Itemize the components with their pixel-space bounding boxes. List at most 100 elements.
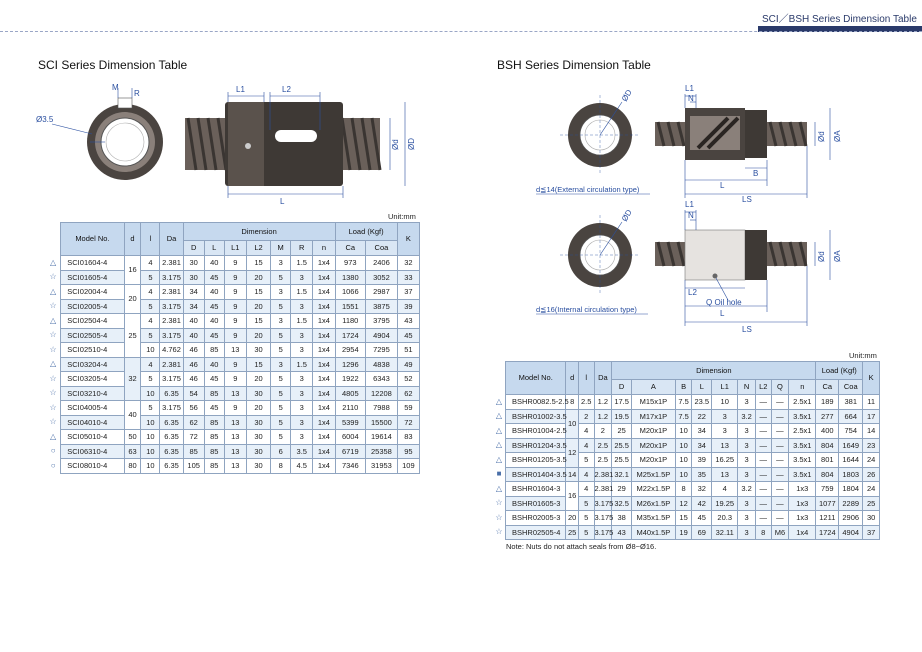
value-cell: 1x4: [312, 385, 336, 401]
bsh-ext-label-l1: L1: [685, 84, 694, 93]
value-cell: 10: [674, 437, 693, 453]
value-cell: 72: [182, 429, 205, 445]
da-cell: 4.762: [159, 342, 184, 358]
value-cell: 20: [245, 400, 272, 416]
l-cell: 5: [577, 524, 595, 540]
model-cell: BSHR01004-2.5: [504, 423, 567, 439]
d-cell: 25: [565, 524, 579, 540]
sci-label-m: M: [112, 83, 119, 92]
model-cell: SCI02510-4: [60, 342, 125, 358]
value-cell: 3: [290, 371, 314, 387]
da-cell: 3.175: [159, 269, 184, 285]
value-cell: 19614: [365, 429, 398, 445]
value-cell: 4904: [838, 524, 864, 540]
value-cell: 1724: [334, 327, 367, 343]
value-cell: 664: [838, 408, 864, 424]
sci-label-od: Ød: [391, 139, 400, 150]
value-cell: 5: [270, 327, 292, 343]
value-cell: 754: [838, 423, 864, 439]
value-cell: 34: [182, 284, 205, 300]
row-mark-icon: △: [46, 357, 61, 372]
sci-section-title: SCI Series Dimension Table: [38, 58, 188, 72]
bsh-ext-label-b: B: [753, 169, 758, 178]
value-cell: 3: [711, 408, 739, 424]
d-cell: 25: [123, 313, 142, 358]
value-cell: 30: [245, 385, 272, 401]
l-cell: 5: [140, 371, 161, 387]
value-cell: 32: [396, 255, 421, 271]
value-cell: 5: [270, 400, 292, 416]
value-cell: 40: [203, 313, 225, 329]
value-cell: 801: [815, 452, 840, 468]
value-cell: 9: [223, 298, 247, 314]
value-cell: 32.1: [611, 466, 633, 482]
value-cell: 23.5: [691, 394, 713, 410]
value-cell: 17: [862, 408, 880, 424]
value-cell: 30: [245, 429, 272, 445]
value-cell: 33: [396, 269, 421, 285]
value-cell: 10: [711, 394, 739, 410]
value-cell: 3: [270, 284, 292, 300]
value-cell: 1x4: [312, 356, 336, 372]
value-cell: 24: [862, 481, 880, 497]
value-cell: 1803: [838, 466, 864, 482]
l-cell: 5: [140, 327, 161, 343]
bsh-ext-label-oa: ØA: [833, 130, 842, 142]
sci-unit-label: Unit:mm: [388, 212, 416, 221]
value-cell: 1644: [838, 452, 864, 468]
value-cell: 10: [674, 423, 693, 439]
l-cell: 10: [140, 385, 161, 401]
value-cell: 6: [270, 443, 292, 459]
value-cell: 46: [182, 356, 205, 372]
row-mark-icon: ☆: [46, 400, 61, 415]
value-cell: 2289: [838, 495, 864, 511]
da-cell: 2.5: [593, 437, 613, 453]
d-cell: 10: [565, 408, 579, 439]
da-cell: 2.381: [159, 356, 184, 372]
da-cell: 2.5: [593, 452, 613, 468]
value-cell: M20x1P: [631, 437, 676, 453]
value-cell: —: [754, 437, 772, 453]
bsh-int-label-q: Q Oil hole: [706, 298, 742, 307]
value-cell: 83: [396, 429, 421, 445]
value-cell: 85: [203, 414, 225, 430]
value-cell: 1296: [334, 356, 367, 372]
value-cell: —: [770, 481, 790, 497]
bsh-int-caption: d≦16(Internal circulation type): [536, 305, 637, 314]
value-cell: 52: [396, 371, 421, 387]
d-cell: 20: [123, 284, 142, 314]
model-cell: BSHR01404-3.5: [504, 466, 567, 482]
value-cell: —: [770, 452, 790, 468]
da-cell: 6.35: [159, 414, 184, 430]
row-mark-icon: ☆: [46, 342, 61, 357]
value-cell: 3: [290, 385, 314, 401]
bsh-ext-label-odd: Ød: [817, 131, 826, 142]
value-cell: —: [754, 466, 772, 482]
value-cell: 15: [674, 510, 693, 526]
model-cell: SCI01605-4: [60, 269, 125, 285]
value-cell: 32: [691, 481, 713, 497]
value-cell: 3: [290, 342, 314, 358]
da-cell: 6.35: [159, 443, 184, 459]
value-cell: 13: [711, 437, 739, 453]
value-cell: 42: [691, 495, 713, 511]
value-cell: 5: [270, 269, 292, 285]
l-cell: 5: [577, 495, 595, 511]
value-cell: 1211: [815, 510, 840, 526]
sci-label-oD: ØD: [407, 138, 416, 150]
sci-label-l: L: [280, 197, 285, 206]
sci-drawing: M R Ø3.5 L1 L2 L Ød ØD: [36, 83, 416, 206]
value-cell: 105: [182, 458, 205, 474]
da-cell: 3.175: [159, 371, 184, 387]
value-cell: 7.5: [674, 394, 693, 410]
sci-head-load: Load (Kgf): [334, 222, 398, 241]
value-cell: 85: [203, 385, 225, 401]
value-cell: 13: [223, 443, 247, 459]
value-cell: 69: [691, 524, 713, 540]
value-cell: 95: [396, 443, 421, 459]
value-cell: 1x4: [312, 269, 336, 285]
